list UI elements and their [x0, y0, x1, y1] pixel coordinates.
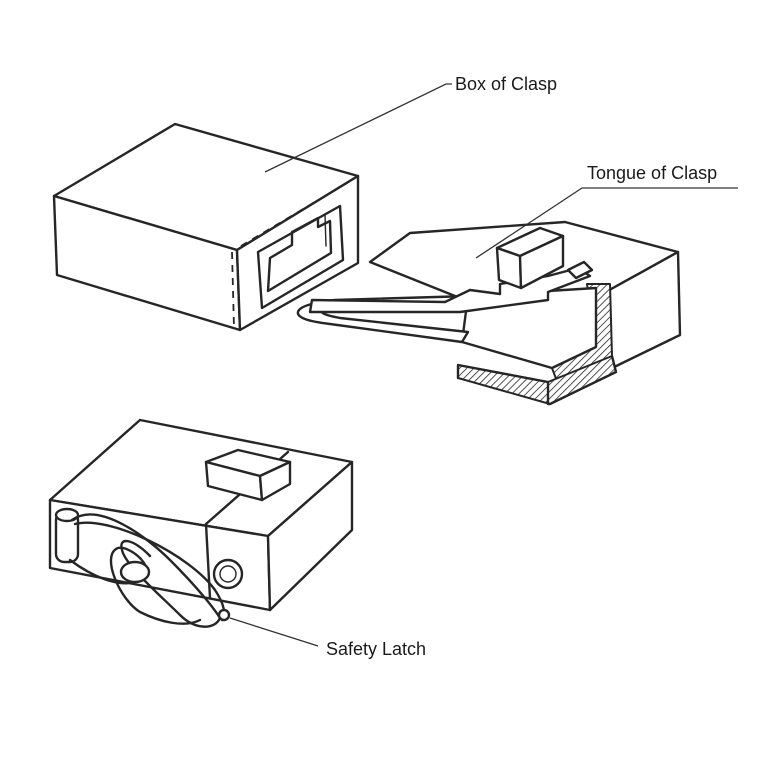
- tongue-leader-line: [475, 187, 738, 259]
- tongue-of-clasp: [296, 220, 682, 406]
- box-of-clasp: [52, 122, 360, 332]
- closed-clasp: [48, 418, 354, 628]
- box-of-clasp-label: Box of Clasp: [455, 74, 557, 94]
- tongue-of-clasp-label: Tongue of Clasp: [587, 163, 717, 183]
- latch-leader-line: [229, 617, 319, 647]
- safety-latch-label: Safety Latch: [326, 639, 426, 659]
- box-leader-line: [264, 83, 452, 173]
